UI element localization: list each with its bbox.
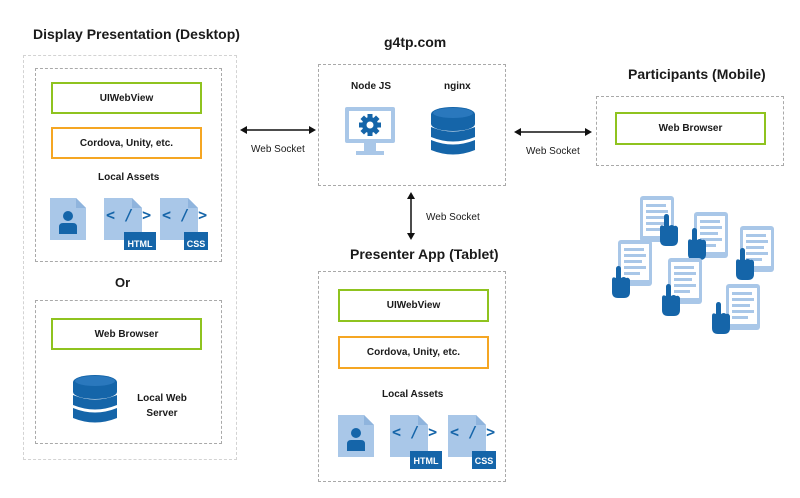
server-box	[318, 64, 506, 186]
connector-left-arrow	[240, 126, 316, 134]
websocket-left-label: Web Socket	[251, 144, 305, 155]
document-person-icon	[50, 198, 86, 240]
presenter-box	[318, 271, 506, 482]
monitor-gear-icon	[345, 107, 395, 155]
presenter-css-badge: CSS	[474, 456, 494, 466]
connector-right-arrow	[514, 128, 592, 136]
desktop-web-browser-box: Web Browser	[51, 318, 202, 350]
desktop-app-box	[35, 68, 222, 262]
nodejs-label: Node JS	[351, 81, 392, 92]
desktop-html-badge: HTML	[127, 239, 153, 249]
nginx-label: nginx	[444, 81, 471, 92]
html-file-icon	[390, 415, 442, 469]
presenter-html-code-glyph: < / >	[392, 423, 438, 441]
presenter-title: Presenter App (Tablet)	[350, 246, 499, 262]
database-icon	[73, 375, 117, 423]
desktop-outer-box	[23, 55, 237, 460]
connector-down-arrow	[407, 192, 415, 240]
document-person-icon	[338, 415, 374, 457]
server-title: g4tp.com	[384, 34, 447, 50]
presenter-html-badge: HTML	[413, 456, 439, 466]
participants-box	[596, 96, 784, 166]
desktop-css-code-glyph: < / >	[162, 206, 208, 224]
desktop-cordova-box: Cordova, Unity, etc.	[51, 127, 202, 159]
websocket-right-label: Web Socket	[526, 146, 580, 157]
or-label: Or	[115, 275, 131, 290]
local-web-server-label: Local Web Server	[137, 393, 187, 419]
desktop-uiwebview-box: UIWebView	[51, 82, 202, 114]
websocket-down-label: Web Socket	[426, 212, 480, 223]
css-file-icon	[160, 198, 208, 250]
participants-web-browser-box: Web Browser	[615, 112, 766, 145]
desktop-css-badge: CSS	[186, 239, 206, 249]
html-file-icon	[104, 198, 156, 250]
desktop-html-code-glyph: < / >	[106, 206, 152, 224]
presenter-local-assets-label: Local Assets	[382, 389, 444, 400]
css-file-icon	[448, 415, 496, 469]
presenter-uiwebview-box: UIWebView	[338, 289, 489, 322]
desktop-browser-box	[35, 300, 222, 444]
tablet-touch-icon	[612, 196, 774, 334]
presenter-cordova-box: Cordova, Unity, etc.	[338, 336, 489, 369]
desktop-local-assets-label: Local Assets	[98, 172, 160, 183]
participants-title: Participants (Mobile)	[628, 66, 766, 82]
database-icon	[431, 107, 475, 155]
presenter-css-code-glyph: < / >	[450, 423, 496, 441]
desktop-title: Display Presentation (Desktop)	[33, 26, 240, 42]
